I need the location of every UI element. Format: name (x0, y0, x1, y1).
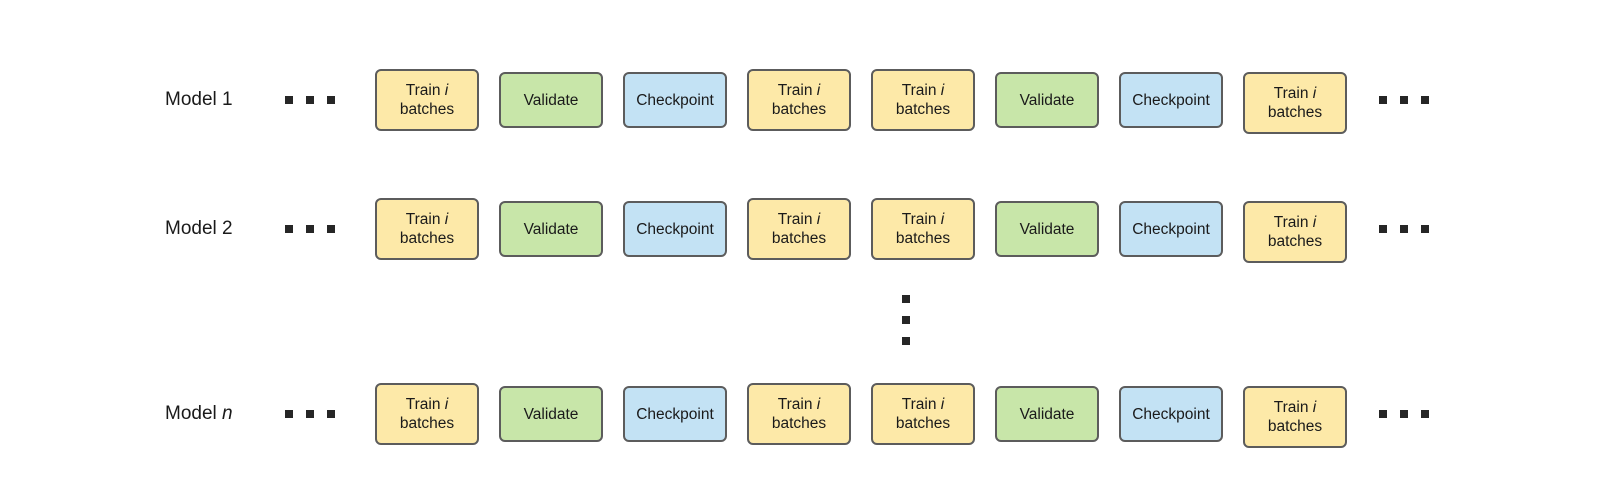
model-2-label: Model 2 (165, 194, 233, 264)
step-train-batches: Train i batches (375, 69, 479, 131)
step-checkpoint: Checkpoint (1119, 201, 1223, 257)
step-train-batches: Train i batches (1243, 386, 1347, 448)
step-train-batches: Train i batches (747, 198, 851, 260)
trailing-ellipsis-icon (1379, 225, 1431, 233)
step-validate: Validate (995, 201, 1099, 257)
step-checkpoint: Checkpoint (1119, 386, 1223, 442)
model-n-label: Model n (165, 379, 233, 449)
model-2-label-text: Model 2 (165, 218, 233, 239)
model-1-label-text: Model 1 (165, 89, 233, 110)
step-validate: Validate (499, 72, 603, 128)
step-validate: Validate (995, 72, 1099, 128)
step-train-batches: Train i batches (871, 69, 975, 131)
step-validate: Validate (499, 386, 603, 442)
step-train-batches: Train i batches (747, 383, 851, 445)
step-validate: Validate (499, 201, 603, 257)
leading-ellipsis-icon (285, 225, 337, 233)
step-train-batches: Train i batches (747, 69, 851, 131)
step-checkpoint: Checkpoint (623, 201, 727, 257)
model-n-label-prefix: Model (165, 403, 223, 424)
leading-ellipsis-icon (285, 410, 337, 418)
trailing-ellipsis-icon (1379, 96, 1431, 104)
step-checkpoint: Checkpoint (623, 386, 727, 442)
model-row-n: Model n Train i batches Validate Checkpo… (0, 379, 1600, 449)
step-checkpoint: Checkpoint (1119, 72, 1223, 128)
step-train-batches: Train i batches (375, 198, 479, 260)
step-train-batches: Train i batches (871, 198, 975, 260)
step-train-batches: Train i batches (375, 383, 479, 445)
vertical-ellipsis-icon (902, 295, 910, 345)
model-n-label-var: n (222, 403, 233, 424)
model-row-1: Model 1 Train i batches Validate Checkpo… (0, 65, 1600, 135)
model-row-2: Model 2 Train i batches Validate Checkpo… (0, 194, 1600, 264)
leading-ellipsis-icon (285, 96, 337, 104)
model-1-label: Model 1 (165, 65, 233, 135)
step-train-batches: Train i batches (1243, 72, 1347, 134)
step-checkpoint: Checkpoint (623, 72, 727, 128)
step-validate: Validate (995, 386, 1099, 442)
step-train-batches: Train i batches (1243, 201, 1347, 263)
trailing-ellipsis-icon (1379, 410, 1431, 418)
step-train-batches: Train i batches (871, 383, 975, 445)
